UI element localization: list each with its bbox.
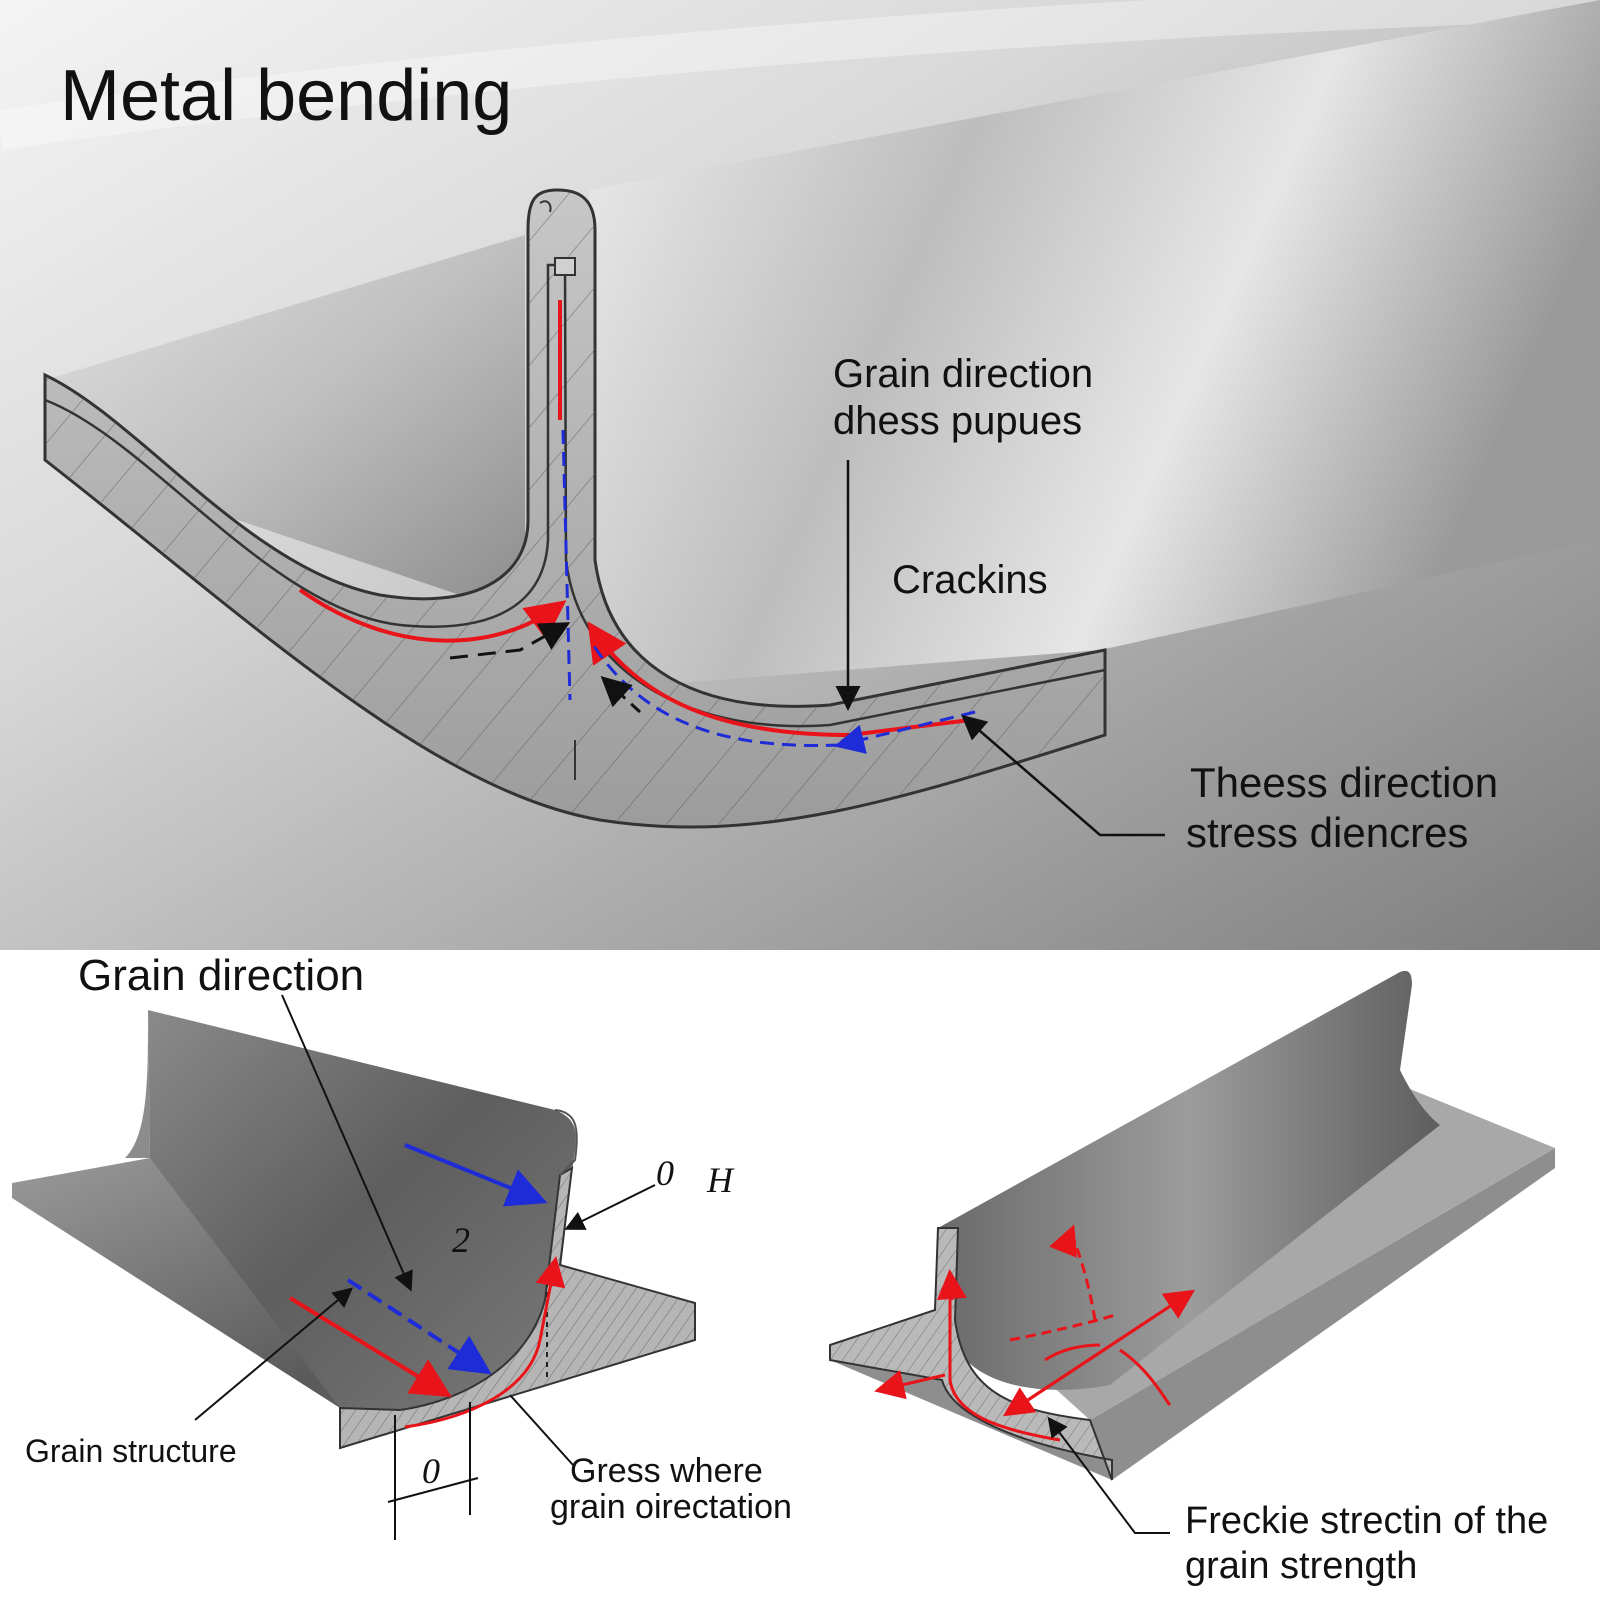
grain-direction-label-line2: dhess pupues [833,399,1082,443]
right-beam [829,970,1555,1534]
blue-dashed-vertical [561,429,572,701]
right-red-dashed-mid [1009,1313,1116,1342]
grain-structure-leader [194,1287,354,1421]
right-red-left-arrow [874,1369,946,1400]
left-beam-fillet [125,1010,150,1158]
grain-direction-label-line1: Grain direction [833,352,1093,396]
symbol-h: H [706,1160,735,1200]
left-beam-wall-edge [554,1109,578,1176]
left-beam-section-hatch [340,1168,695,1448]
left-blue-arrow-upper [404,1143,548,1207]
left-blue-dashed-arrow [346,1278,492,1375]
right-red-up-arrow [936,1269,967,1301]
left-beam [12,994,696,1540]
blue-dashed-arrow [834,710,976,754]
right-caption-line2: grain strength [1185,1545,1417,1587]
blue-dashed-curve [588,639,841,748]
right-red-edge-line [948,1285,1061,1442]
cross-section-hatch [45,190,1105,828]
right-red-curve-center [1044,1343,1101,1362]
black-dashed-arrow-right [600,675,642,714]
right-beam-flange [830,1148,1555,1480]
where-leader [509,1394,574,1466]
right-beam-section-hatch [830,1228,1112,1480]
right-red-curve-right [1119,1348,1172,1407]
red-arrow-right [587,621,971,738]
title: Metal bending [60,56,512,136]
left-grain-direction-leader [281,994,413,1292]
cracking-label: Crackins [892,558,1048,602]
right-caption-line1: Freckie strectin of the [1185,1500,1548,1542]
wall-face [590,0,1600,690]
bottom-panel: Grain direction Grain structure Gress wh… [0,950,1600,1600]
where-label-line2: grain oirectation [550,1488,792,1526]
right-caption-leader [1047,1416,1170,1534]
right-red-diagonal-down [1002,1291,1191,1417]
red-arrow-left [298,588,567,643]
wall-cap-mark [539,200,552,213]
left-red-curve-arrow [404,1256,566,1429]
black-dashed-arrow-left [449,622,571,660]
where-label-line1: Gress where [570,1452,763,1490]
bottom-grain-direction-label: Grain direction [78,951,364,1000]
left-beam-wall [148,1010,576,1410]
wall-slot [554,257,576,276]
stress-direction-label-line2: stress diencres [1186,809,1468,856]
h-leader [564,1184,656,1230]
stress-direction-label-line1: Theess direction [1190,759,1498,806]
right-red-dashed-up [1049,1224,1097,1321]
stress-direction-leader [961,714,1165,837]
symbol-0-bottom: 0 [422,1451,440,1491]
grain-structure-label: Grain structure [25,1433,237,1469]
symbol-0-top: 0 [656,1153,674,1193]
symbol-2: 2 [452,1220,470,1260]
top-panel: Metal bending Grain direction dhess pupu… [0,0,1600,950]
dimension-baseline [387,1477,479,1503]
right-beam-wall [938,970,1440,1390]
sheet-top-surface [45,235,525,613]
left-red-arrow [288,1296,452,1398]
